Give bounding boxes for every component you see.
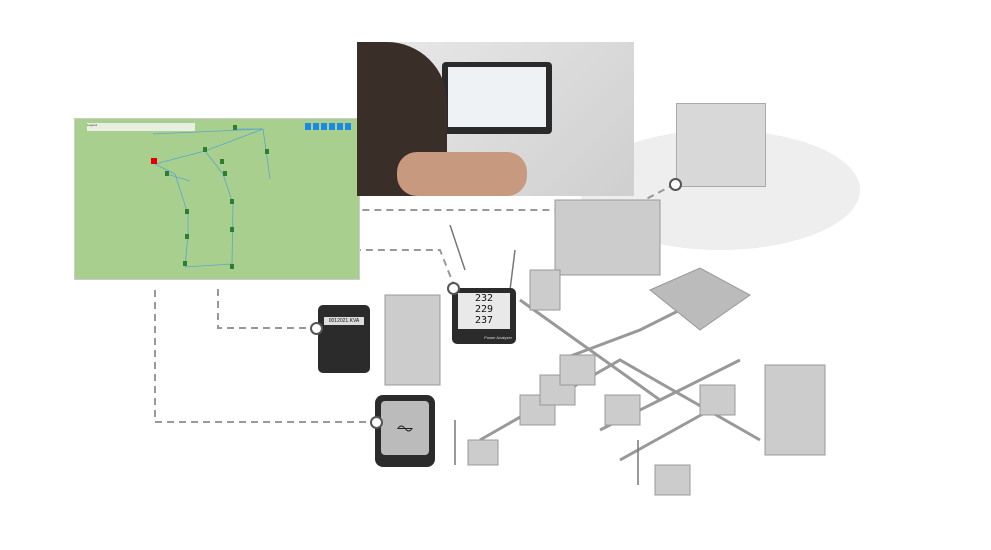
inverter-icon: ⏦ [381,401,429,455]
analyzer-display: 232 229 237 [458,293,510,329]
map-legend: Legend [87,123,195,131]
energy-meter: 0012021.KVA [318,305,370,373]
alarm-node[interactable] [151,158,157,164]
connector-dot [310,322,323,335]
schematic-drawing [676,103,766,187]
connector-dot [370,416,383,429]
grid-map-screenshot[interactable]: Legend [74,118,360,280]
power-analyzer: 232 229 237 Power Analyzer [452,288,516,344]
inverter: ⏦ [375,395,435,467]
meter-reading: 0012021.KVA [324,317,364,325]
network-graph [151,125,271,269]
voltage-l1: 232 [474,293,494,304]
connector-dot [447,282,460,295]
analyzer-label: Power Analyzer [484,335,512,340]
voltage-l3: 237 [474,315,494,326]
voltage-l2: 229 [474,304,494,315]
laptop-user-photo [357,42,634,196]
connector-dot [669,178,682,191]
map-toolbar[interactable] [305,123,351,130]
laptop [442,62,552,134]
